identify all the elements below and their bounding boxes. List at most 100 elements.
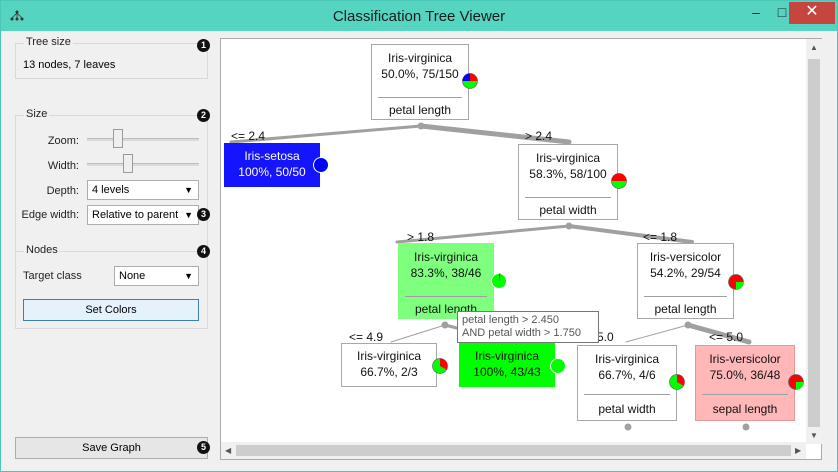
- node-separator: [644, 296, 727, 297]
- edge-root-setosa: [229, 124, 423, 144]
- tree-edges: [229, 122, 752, 431]
- tree-node-leaf-d[interactable]: Iris-versicolor 75.0%, 36/48 sepal lengt…: [695, 345, 795, 421]
- split-dot-root: [417, 122, 425, 130]
- close-button[interactable]: ✕: [789, 2, 835, 24]
- target-class-select[interactable]: None ▼: [114, 266, 199, 286]
- edge-label-gt-2-4: > 2.4: [525, 129, 553, 143]
- node-percentage: 50.0%, 75/150: [381, 67, 459, 81]
- zoom-slider-thumb[interactable]: [113, 129, 123, 148]
- zoom-label: Zoom:: [47, 135, 79, 147]
- node-percentage: 75.0%, 36/48: [709, 368, 781, 382]
- nodes-title: Nodes: [24, 244, 60, 256]
- edge-left2-leafa: [390, 324, 446, 343]
- zoom-slider[interactable]: [87, 129, 199, 149]
- callout-badge-4: 4: [197, 245, 210, 258]
- tree-node-right[interactable]: Iris-virginica 58.3%, 58/100 petal width: [518, 144, 618, 220]
- node-pie-icon: [432, 358, 448, 374]
- control-panel: Tree size 13 nodes, 7 leaves 1 Size 2 Zo…: [1, 31, 214, 472]
- width-slider-thumb[interactable]: [123, 154, 133, 173]
- maximize-button[interactable]: □: [777, 4, 787, 20]
- tree-node-root[interactable]: Iris-virginica 50.0%, 75/150 petal lengt…: [371, 44, 469, 120]
- target-class-value: None: [119, 270, 146, 282]
- node-class: Iris-virginica: [474, 349, 539, 363]
- node-pie-icon: [550, 358, 566, 374]
- tree-size-title: Tree size: [24, 36, 73, 48]
- node-class: Iris-versicolor: [709, 352, 781, 366]
- tree-node-leaf-c[interactable]: Iris-virginica 66.7%, 4/6 petal width: [577, 345, 677, 421]
- callout-badge-3: 3: [197, 208, 210, 221]
- chevron-down-icon: ▼: [184, 271, 193, 281]
- edge-label-le-5-0: <= 5.0: [709, 330, 744, 344]
- node-class: Iris-virginica: [387, 51, 452, 65]
- node-class: Iris-versicolor: [649, 250, 722, 264]
- node-class: Iris-virginica: [535, 151, 600, 165]
- node-split-attribute: petal length: [654, 302, 717, 316]
- node-percentage: 100%, 50/50: [238, 165, 306, 179]
- scroll-up-icon[interactable]: ▲: [810, 43, 818, 52]
- window-title: Classification Tree Viewer: [332, 8, 506, 25]
- scroll-right-icon[interactable]: ▶: [795, 446, 802, 455]
- zoom-slider-track: [87, 138, 199, 141]
- depth-value: 4 levels: [92, 184, 130, 196]
- node-percentage: 66.7%, 2/3: [360, 365, 418, 379]
- chevron-down-icon: ▼: [184, 185, 193, 195]
- minimize-button[interactable]: –: [752, 4, 760, 20]
- split-dot-right2: [684, 321, 692, 329]
- edge-label-gt-5-0: 5.0: [597, 330, 614, 344]
- title-bar[interactable]: Classification Tree Viewer – □ ✕: [1, 1, 837, 31]
- node-separator: [378, 97, 462, 98]
- node-split-attribute: petal length: [388, 103, 452, 117]
- node-percentage: 66.7%, 4/6: [598, 368, 656, 382]
- tree-node-leaf-a[interactable]: Iris-virginica 66.7%, 2/3: [341, 343, 437, 387]
- split-dot-leafd: [742, 423, 750, 431]
- scroll-down-icon[interactable]: ▼: [810, 431, 818, 440]
- edge-width-value: Relative to parent: [92, 209, 179, 221]
- node-separator: [584, 394, 670, 395]
- horizontal-scroll-thumb[interactable]: [236, 445, 791, 456]
- split-dot-left2: [441, 321, 449, 329]
- node-pie-icon: [611, 173, 627, 189]
- node-separator: [525, 197, 611, 198]
- depth-select[interactable]: 4 levels ▼: [87, 180, 199, 200]
- node-percentage: 83.3%, 38/46: [410, 266, 482, 280]
- node-class: Iris-setosa: [244, 149, 300, 163]
- chevron-down-icon: ▼: [184, 210, 193, 220]
- node-pie-icon: [491, 273, 507, 289]
- depth-label: Depth:: [46, 185, 79, 197]
- edge-right-right2: [567, 224, 694, 244]
- vertical-scroll-thumb[interactable]: [808, 59, 820, 427]
- tree-node-right2[interactable]: Iris-versicolor 54.2%, 29/54 petal lengt…: [637, 243, 734, 319]
- tooltip-line-2: AND petal width > 1.750: [462, 327, 581, 339]
- edge-width-label: Edge width:: [21, 209, 79, 221]
- edge-label-le-4-9: <= 4.9: [349, 330, 384, 344]
- callout-badge-5: 5: [197, 441, 210, 454]
- edge-root-right: [418, 123, 572, 145]
- width-slider[interactable]: [87, 154, 199, 174]
- callout-badge-2: 2: [197, 109, 210, 122]
- node-pie-icon: [728, 274, 744, 290]
- set-colors-button[interactable]: Set Colors: [23, 299, 199, 321]
- save-graph-button[interactable]: Save Graph: [15, 437, 208, 459]
- vertical-scrollbar[interactable]: ▲ ▼: [806, 39, 822, 444]
- node-pie-icon: [669, 374, 685, 390]
- split-dot-right: [565, 222, 573, 230]
- tree-canvas[interactable]: <= 2.4 > 2.4 > 1.8 <= 1.8 <= 4.9 5.0 <= …: [220, 38, 822, 460]
- tree-node-setosa[interactable]: Iris-setosa 100%, 50/50: [224, 143, 320, 187]
- node-split-attribute: sepal length: [712, 402, 778, 416]
- tree-node-left2[interactable]: Iris-virginica 83.3%, 38/46 petal length: [398, 243, 494, 319]
- edge-right2-leafd: [685, 322, 752, 345]
- horizontal-scrollbar[interactable]: ◀ ▶: [221, 442, 806, 459]
- scroll-left-icon[interactable]: ◀: [225, 446, 232, 455]
- edge-width-select[interactable]: Relative to parent ▼: [87, 205, 199, 225]
- node-pie-icon: [313, 157, 329, 173]
- tree-node-leaf-b[interactable]: Iris-virginica 100%, 43/43: [459, 343, 555, 387]
- node-percentage: 100%, 43/43: [473, 365, 541, 379]
- edge-right-left2: [395, 224, 571, 244]
- width-label: Width:: [47, 160, 79, 172]
- tree-size-group: Tree size 13 nodes, 7 leaves: [15, 36, 208, 79]
- node-class: Iris-virginica: [413, 250, 478, 264]
- size-title: Size: [24, 108, 50, 120]
- tree-app-icon: [10, 10, 24, 21]
- width-slider-track: [87, 163, 199, 166]
